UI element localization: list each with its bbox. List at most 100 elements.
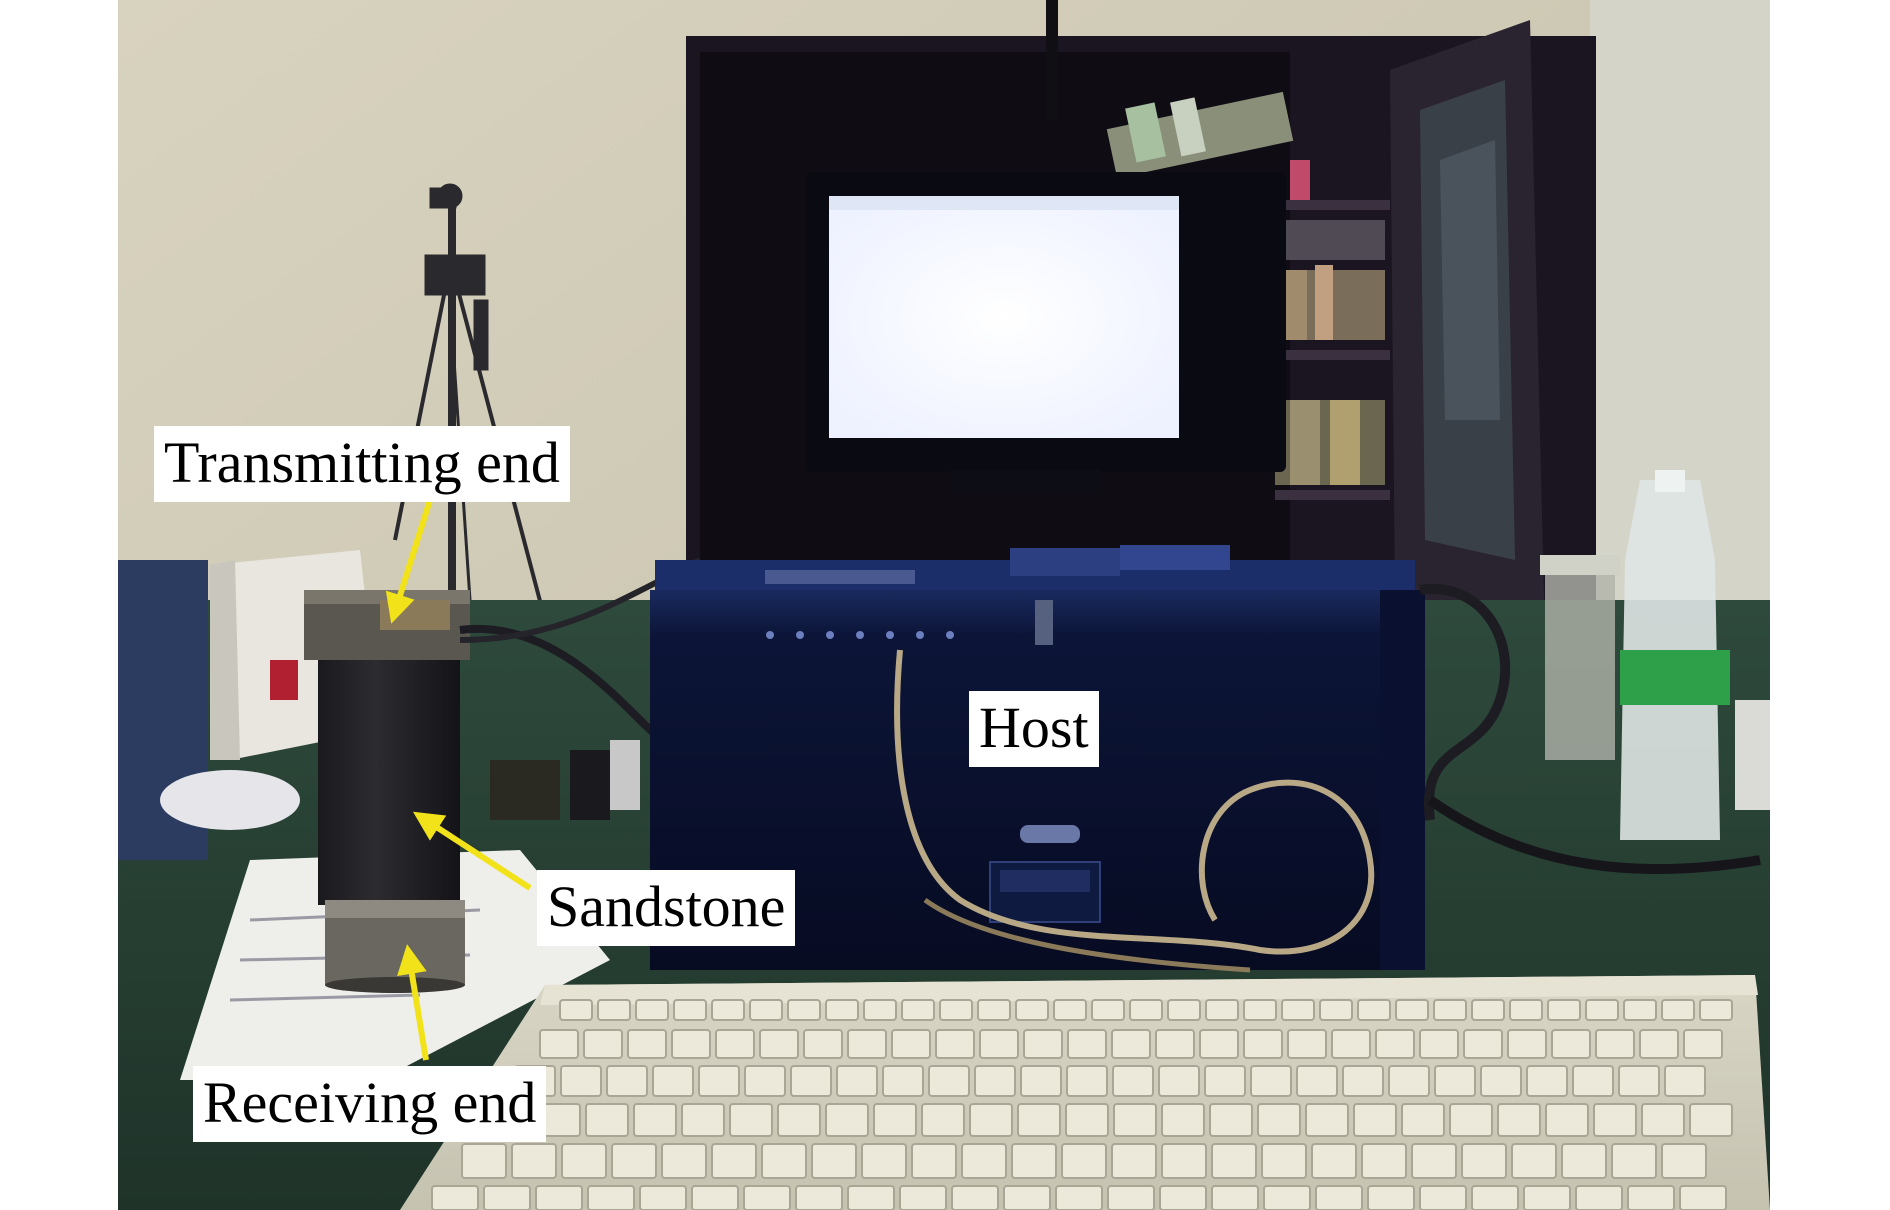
keyboard-key [1161, 1103, 1205, 1137]
keyboard-key [673, 999, 707, 1021]
keyboard-key [1281, 999, 1315, 1021]
keyboard-key [939, 999, 973, 1021]
keyboard-key [743, 1185, 791, 1210]
keyboard-key [951, 1185, 999, 1210]
keyboard-key [1545, 1103, 1589, 1137]
keyboard-key [1547, 999, 1581, 1021]
keyboard-key [606, 1065, 648, 1097]
keyboard-key [1023, 1029, 1063, 1059]
keyboard-key [635, 999, 669, 1021]
keyboard-key [1627, 1185, 1675, 1210]
keyboard-key [1595, 1029, 1635, 1059]
screen [829, 196, 1179, 438]
keyboard-key [1342, 1065, 1384, 1097]
keyboard-key [1159, 1185, 1207, 1210]
keyboard-key [899, 1185, 947, 1210]
keyboard-key [560, 1065, 602, 1097]
keyboard-key [1683, 1029, 1723, 1059]
keyboard-key [1111, 1143, 1157, 1179]
keyboard-key [979, 1029, 1019, 1059]
keyboard-key [1155, 1029, 1195, 1059]
keyboard-key [911, 1143, 957, 1179]
keyboard-key [711, 1143, 757, 1179]
keyboard-key [935, 1029, 975, 1059]
keyboard-key [1641, 1103, 1685, 1137]
keyboard-key [431, 1185, 479, 1210]
keyboard-key [535, 1185, 583, 1210]
keyboard-key [1011, 1143, 1057, 1179]
keyboard-key [882, 1065, 924, 1097]
keyboard-key [1463, 1029, 1503, 1059]
keyboard-key [597, 999, 631, 1021]
keyboard-key [561, 1143, 607, 1179]
keyboard-key [1067, 1029, 1107, 1059]
keyboard-key [1199, 1029, 1239, 1059]
keyboard-key [1699, 999, 1733, 1021]
keyboard-key [1661, 999, 1695, 1021]
keyboard-keys [431, 999, 1733, 1210]
keyboard-key [1243, 999, 1277, 1021]
keyboard-key [1639, 1029, 1679, 1059]
sandstone-core-sample [304, 590, 470, 993]
keyboard-key [1593, 1103, 1637, 1137]
keyboard-key [1263, 1185, 1311, 1210]
keyboard-key [1388, 1065, 1430, 1097]
keyboard-key [1129, 999, 1163, 1021]
keyboard-key [863, 999, 897, 1021]
keyboard-key [1107, 1185, 1155, 1210]
keyboard-key [1331, 1029, 1371, 1059]
keyboard-key [1401, 1103, 1445, 1137]
keyboard-key [1523, 1185, 1571, 1210]
keyboard-key [969, 1103, 1013, 1137]
keyboard-key [633, 1103, 677, 1137]
keyboard-key [711, 999, 745, 1021]
keyboard-key [611, 1143, 657, 1179]
keyboard-key [461, 1143, 507, 1179]
keyboard-key [1066, 1065, 1108, 1097]
receiving-end-label: Receiving end [193, 1066, 547, 1142]
keyboard-key [511, 1143, 557, 1179]
keyboard-key [1480, 1065, 1522, 1097]
keyboard-key [825, 1103, 869, 1137]
keyboard-key [1209, 1103, 1253, 1137]
keyboard-key [1497, 1103, 1541, 1137]
keyboard-key [1311, 1143, 1357, 1179]
keyboard-key [483, 1185, 531, 1210]
keyboard-key [698, 1065, 740, 1097]
keyboard-key [928, 1065, 970, 1097]
keyboard-key [1526, 1065, 1568, 1097]
keyboard-key [639, 1185, 687, 1210]
keyboard-key [1419, 1185, 1467, 1210]
keyboard-key [1257, 1103, 1301, 1137]
keyboard [400, 975, 1770, 1210]
keyboard-key [585, 1103, 629, 1137]
photo [118, 0, 1770, 1210]
keyboard-key [661, 1143, 707, 1179]
keyboard-key [1161, 1143, 1207, 1179]
keyboard-key [627, 1029, 667, 1059]
keyboard-key [861, 1143, 907, 1179]
keyboard-key [1434, 1065, 1476, 1097]
keyboard-key [847, 1029, 887, 1059]
keyboard-key [1113, 1103, 1157, 1137]
green-box [1620, 650, 1730, 705]
keyboard-key [921, 1103, 965, 1137]
keyboard-key [1433, 999, 1467, 1021]
keyboard-key [1261, 1143, 1307, 1179]
keyboard-key [1020, 1065, 1062, 1097]
keyboard-key [795, 1185, 843, 1210]
transmitting-end-label: Transmitting end [154, 426, 570, 502]
keyboard-key [1112, 1065, 1154, 1097]
keyboard-key [1375, 1029, 1415, 1059]
keyboard-key [1061, 1143, 1107, 1179]
keyboard-key [691, 1185, 739, 1210]
keyboard-key [1585, 999, 1619, 1021]
keyboard-key [1315, 1185, 1363, 1210]
host-label: Host [969, 691, 1099, 767]
keyboard-key [744, 1065, 786, 1097]
keyboard-key [1507, 1029, 1547, 1059]
annotation-arrows [385, 499, 532, 1061]
keyboard-key [825, 999, 859, 1021]
keyboard-key [1471, 999, 1505, 1021]
